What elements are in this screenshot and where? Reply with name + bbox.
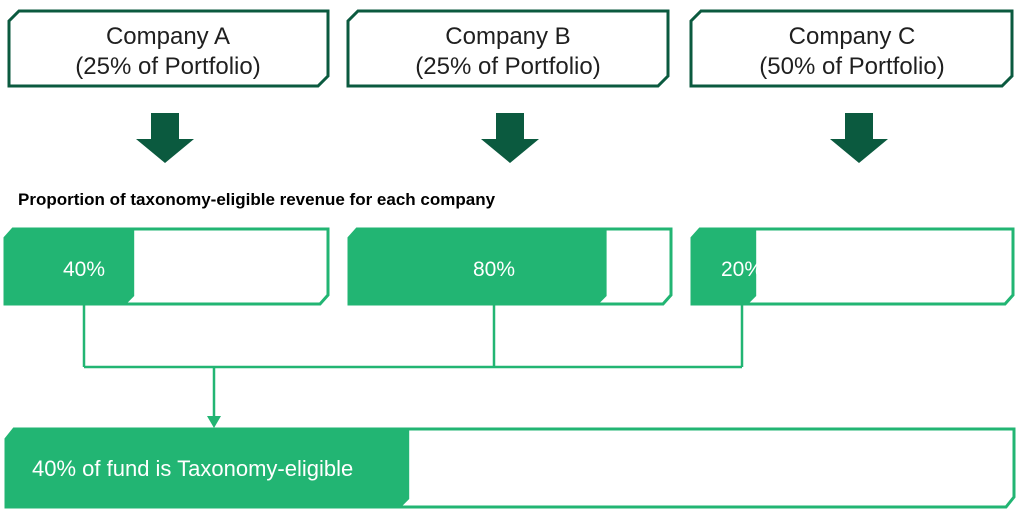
company-b-header: Company B (25% of Portfolio) [346, 9, 670, 88]
fund-result-fill [6, 429, 410, 507]
company-b-box [346, 9, 670, 88]
eligible-bar-c: 20% [690, 227, 1015, 306]
company-c-box [689, 9, 1014, 88]
company-b-name: Company B [445, 23, 570, 50]
eligible-bar-b: 80% [347, 227, 673, 306]
company-a-header: Company A (25% of Portfolio) [7, 9, 330, 88]
section-heading: Proportion of taxonomy-eligible revenue … [18, 190, 496, 209]
down-arrow-icon-b [481, 113, 539, 163]
down-arrow-icon-c [830, 113, 888, 163]
eligible-bar-a-label: 40% [63, 258, 105, 281]
arrowhead-icon [207, 416, 221, 428]
company-b-share: (25% of Portfolio) [415, 53, 600, 80]
eligible-bar-a-fill [5, 229, 135, 304]
eligible-bar-b-fill [349, 229, 607, 304]
company-a-box [7, 9, 330, 88]
company-c-name: Company C [789, 23, 916, 50]
fund-result-label: 40% of fund is Taxonomy-eligible [32, 456, 353, 481]
eligible-bar-b-label: 80% [473, 258, 515, 281]
fund-result-bar: 40% of fund is Taxonomy-eligible [4, 427, 1016, 509]
down-arrow-icon-a [136, 113, 194, 163]
eligible-bar-c-label: 20% [721, 258, 763, 281]
connector-lines [82, 304, 744, 418]
eligible-bar-c-fill [692, 229, 757, 304]
company-a-share: (25% of Portfolio) [75, 53, 260, 80]
eligible-bar-a: 40% [3, 227, 330, 306]
company-c-share: (50% of Portfolio) [759, 53, 944, 80]
company-c-header: Company C (50% of Portfolio) [689, 9, 1014, 88]
company-a-name: Company A [106, 23, 230, 50]
